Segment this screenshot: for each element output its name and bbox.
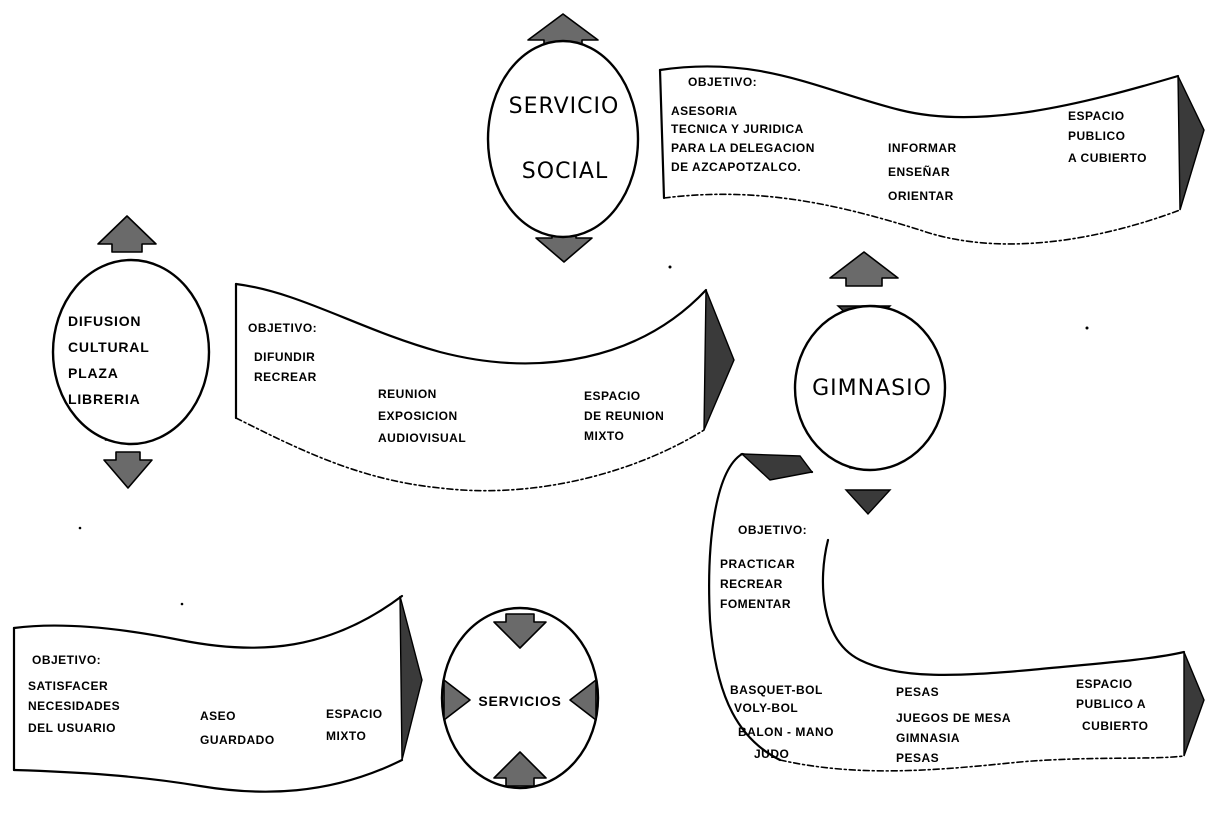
- activities-text: PESAS JUEGOS DE MESA GIMNASIA PESAS: [896, 685, 1014, 765]
- down-arrow-icon: [103, 451, 153, 489]
- servicios-group: OBJETIVO: SATISFACER NECESIDADES DEL USU…: [12, 594, 600, 793]
- space-text: ESPACIO MIXTO: [326, 707, 386, 743]
- difusion-cultural-node: [51, 258, 211, 446]
- banner-lower-edge: [235, 417, 705, 492]
- down-arrow-icon: [493, 613, 547, 649]
- space-text: ESPACIO PUBLICO A CUBIERTO: [1076, 677, 1149, 733]
- objective-text: DIFUNDIR RECREAR: [254, 350, 319, 384]
- space-text: ESPACIO PUBLICO A CUBIERTO: [1068, 109, 1147, 165]
- banner-lower-edge: [779, 755, 1185, 772]
- banner-upper-edge: [12, 594, 404, 649]
- servicio-social-node: [486, 39, 640, 239]
- node-title: SERVICIOS: [478, 693, 561, 709]
- objective-text: PRACTICAR RECREAR FOMENTAR: [720, 557, 799, 611]
- node-title: SERVICIO SOCIAL: [509, 94, 628, 184]
- activities-text: INFORMAR ENSEÑAR ORIENTAR: [888, 141, 961, 203]
- sketch-dot: [1085, 326, 1089, 330]
- servicio-social-group: SERVICIO SOCIAL OBJETIVO: ASESORIA TECNI…: [486, 13, 1205, 263]
- objective-label: OBJETIVO:: [248, 321, 317, 335]
- sketch-dot: [180, 602, 184, 606]
- left-arrow-icon: [569, 679, 597, 721]
- space-text: ESPACIO DE REUNION MIXTO: [584, 389, 668, 443]
- banner-lower-edge: [663, 193, 1181, 245]
- objective-text: SATISFACER NECESIDADES DEL USUARIO: [28, 679, 124, 735]
- objective-text: ASESORIA TECNICA Y JURIDICA PARA LA DELE…: [671, 104, 819, 174]
- node-title: GIMNASIO: [812, 376, 932, 401]
- difusion-cultural-group: DIFUSION CULTURAL PLAZA LIBRERIA OBJETIV…: [51, 215, 735, 492]
- difusion-cultural-banner: [234, 282, 708, 365]
- banner-arrowhead: [1177, 75, 1205, 211]
- gimnasio-node: [793, 304, 947, 472]
- servicio-social-banner: [658, 65, 1180, 119]
- banner-arrowhead: [703, 289, 735, 431]
- activities-text: REUNION EXPOSICION AUDIOVISUAL: [378, 387, 466, 445]
- gimnasio-group: GIMNASIO OBJETIVO: PRACTICAR RECREAR FOM…: [708, 251, 1205, 772]
- banner-lower-edge: [12, 758, 404, 793]
- node-title: DIFUSION CULTURAL PLAZA LIBRERIA: [68, 313, 154, 407]
- sketch-dot: [668, 265, 672, 269]
- banner-arrowhead: [1183, 651, 1205, 757]
- right-arrow-icon: [443, 679, 471, 721]
- objective-label: OBJETIVO:: [738, 523, 807, 537]
- banner-arrowhead: [399, 595, 423, 761]
- up-arrow-icon: [493, 751, 547, 787]
- objective-label: OBJETIVO:: [32, 653, 101, 667]
- sketch-dot: [78, 526, 82, 530]
- activities-text: ASEO GUARDADO: [200, 709, 275, 747]
- banner-top-edge: [821, 538, 1186, 676]
- servicios-node: [440, 606, 600, 790]
- up-arrow-icon: [829, 251, 899, 287]
- activities-text: BASQUET-BOL VOLY-BOL BALON - MANO JUDO: [730, 683, 838, 761]
- objective-label: OBJETIVO:: [688, 75, 757, 89]
- down-arrow-icon: [844, 489, 892, 516]
- up-arrow-icon: [97, 215, 157, 253]
- banner-tail-hatch: [740, 453, 814, 481]
